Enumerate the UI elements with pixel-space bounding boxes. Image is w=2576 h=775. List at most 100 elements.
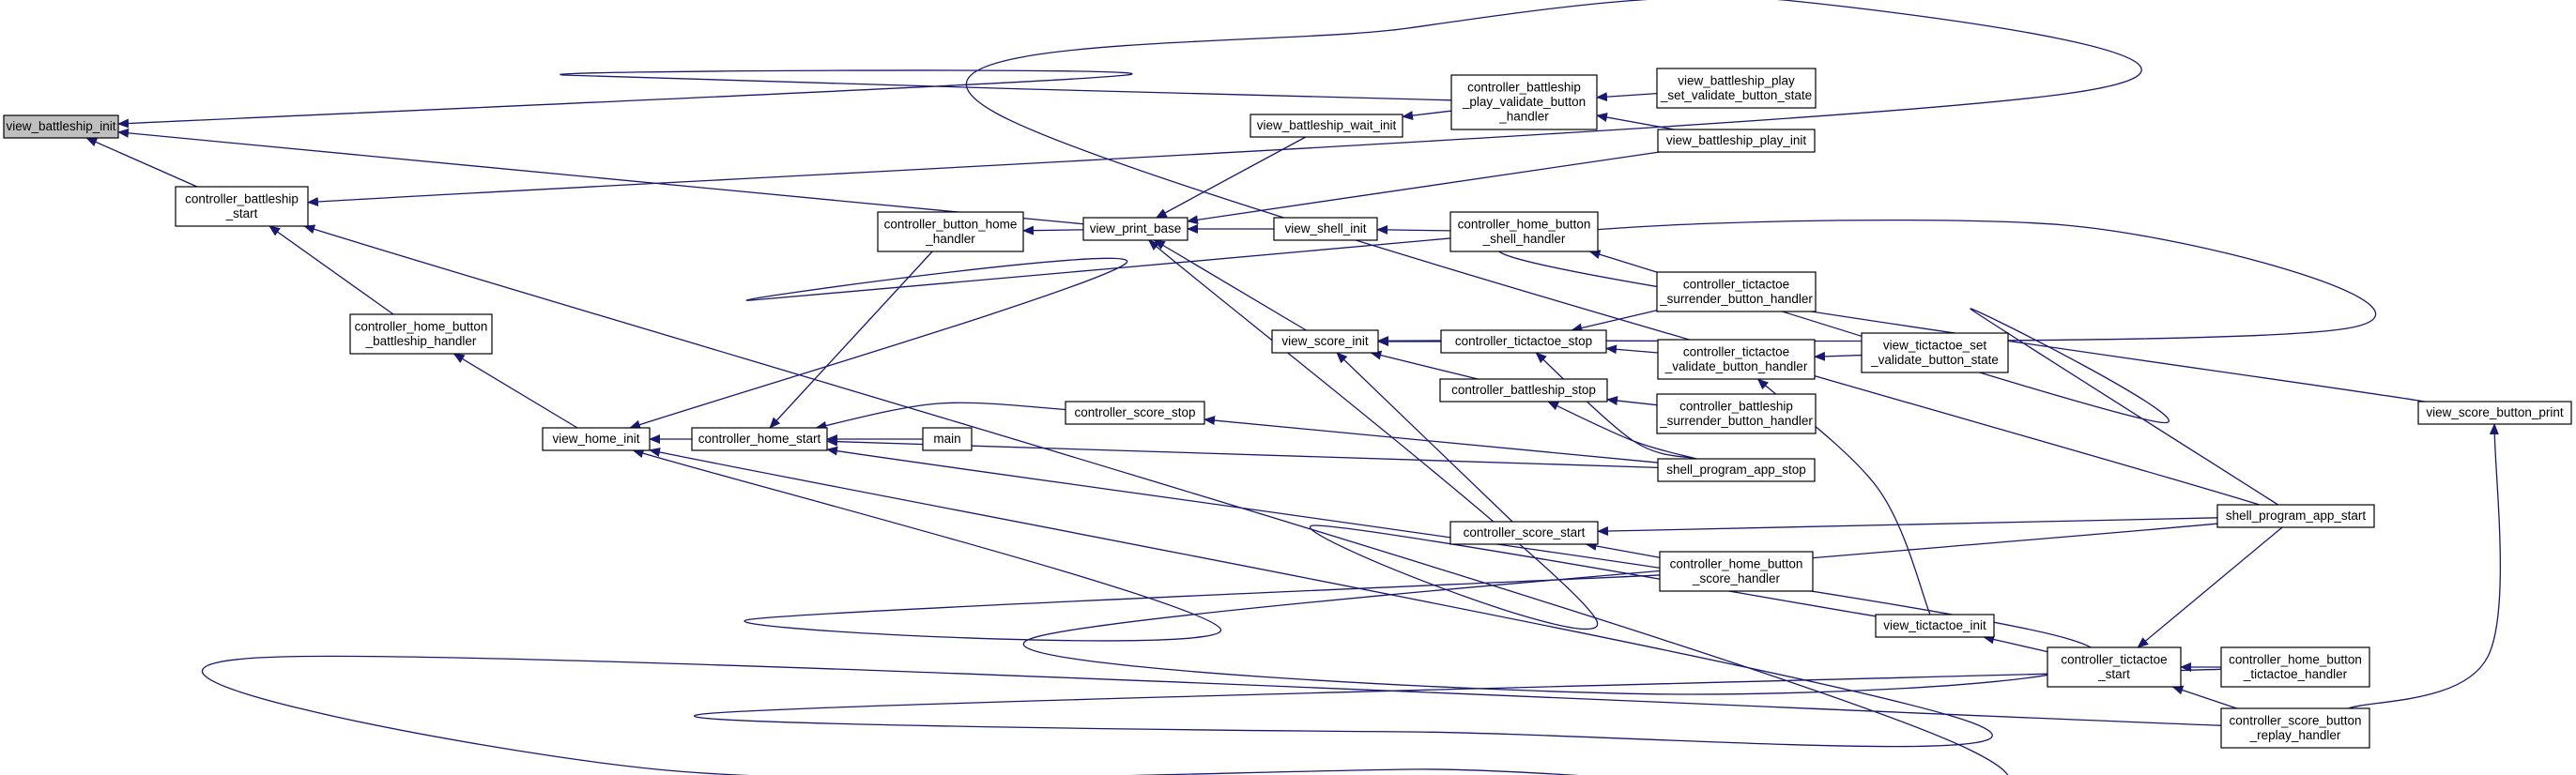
node-box [349,313,493,355]
node-controller-home-button-tictactoe-handler[interactable]: controller_home_button_tictactoe_handler [2220,646,2370,688]
node-label: view_home_init [552,432,639,446]
node-box [1656,271,1817,312]
node-label: view_battleship_wait_init [1257,118,1397,132]
node-label: _surrender_button_handler [1659,292,1813,306]
node-controller-battleship-play-validate-button-handler[interactable]: controller_battleship_play_validate_butt… [1450,74,1598,130]
edge-controller-score-button-replay-handler-to-controller-tictactoe-start [2171,685,2237,709]
node-box [2220,707,2370,749]
node-box [1657,129,1816,153]
edge-view-home-init-to-controller-home-button-battleship-handler [452,353,578,429]
node-controller-home-button-battleship-handler[interactable]: controller_home_button_battleship_handle… [349,313,493,355]
node-label: _shell_handler [1482,232,1566,246]
node-controller-home-button-shell-handler[interactable]: controller_home_button_shell_handler [1449,211,1599,252]
node-controller-score-button-replay-handler[interactable]: controller_score_button_replay_handler [2220,707,2370,749]
node-label: _surrender_button_handler [1659,414,1813,428]
node-box [1657,339,1816,380]
edge-controller-home-button-battleship-handler-to-controller-battleship-start [268,225,394,315]
node-label: controller_battleship [1467,81,1581,95]
node-box [877,211,1024,252]
node-box [3,114,119,139]
node-label: _battleship_handler [365,334,477,348]
node-view-battleship-play-init[interactable]: view_battleship_play_init [1657,129,1816,153]
node-box [1082,217,1188,241]
node-box [1271,329,1379,354]
node-controller-tictactoe-surrender-button-handler[interactable]: controller_tictactoe_surrender_button_ha… [1656,271,1817,312]
node-label: _start [225,206,258,220]
edge-shell-program-app-start-to-controller-battleship-start [307,0,2261,506]
edge-controller-home-button-tictactoe-handler-to-view-home-init [649,448,2222,748]
edge-controller-tictactoe-start-to-view-tictactoe-init [1983,634,2048,653]
node-box [542,427,651,451]
node-view-battleship-init[interactable]: view_battleship_init [3,114,119,139]
node-box [691,427,828,451]
node-view-score-init[interactable]: view_score_init [1271,329,1379,354]
node-box [1065,401,1205,425]
node-shell-program-app-stop[interactable]: shell_program_app_stop [1657,458,1816,482]
node-label: view_score_init [1281,334,1369,348]
edge-controller-score-button-replay-handler-to-controller-battleship-start [201,224,2222,775]
node-label: view_print_base [1090,221,1182,236]
edge-view-print-base-to-view-battleship-init [117,128,1084,225]
node-label: controller_score_button [2229,713,2361,727]
node-box [1656,68,1817,109]
node-label: view_battleship_init [6,119,115,133]
node-controller-home-start[interactable]: controller_home_start [691,427,828,451]
node-main[interactable]: main [922,427,973,451]
node-view-shell-init[interactable]: view_shell_init [1273,217,1378,241]
node-box [1250,114,1403,138]
node-view-battleship-wait-init[interactable]: view_battleship_wait_init [1250,114,1403,138]
edge-view-print-base-to-controller-button-home-handler [1022,225,1084,236]
node-box [1440,329,1607,354]
edge-controller-battleship-play-validate-button-handler-to-view-battleship-init [117,69,1452,129]
edge-controller-score-button-replay-handler-to-view-score-button-print [2348,423,2501,709]
node-label: _handler [925,232,975,246]
edge-view-battleship-play-init-to-view-print-base [1187,151,1660,225]
edge-view-tictactoe-init-to-view-print-base [1147,239,1877,631]
node-controller-battleship-start[interactable]: controller_battleship_start [175,186,309,227]
node-box [2216,504,2375,528]
node-view-home-init[interactable]: view_home_init [542,427,651,451]
node-label: _score_handler [1692,571,1781,585]
node-label: view_tictactoe_set [1883,338,1987,352]
node-label: _tictactoe_handler [2243,667,2348,681]
edge-view-battleship-wait-init-to-view-print-base [1155,136,1307,219]
node-box [2220,646,2370,688]
node-label: controller_home_button [2229,652,2362,666]
node-controller-tictactoe-stop[interactable]: controller_tictactoe_stop [1440,329,1607,354]
edge-shell-program-app-stop-to-controller-battleship-stop [1547,401,1697,460]
node-label: _start [2097,667,2130,681]
node-box [175,186,309,227]
node-controller-tictactoe-validate-button-handler[interactable]: controller_tictactoe_validate_button_han… [1657,339,1816,380]
node-label: _play_validate_button [1462,95,1586,109]
node-controller-score-start[interactable]: controller_score_start [1449,521,1599,545]
edge-controller-score-stop-to-controller-home-start [815,402,1066,431]
node-label: controller_home_button [1670,556,1803,570]
node-view-tictactoe-init[interactable]: view_tictactoe_init [1875,614,1995,638]
edge-shell-program-app-start-to-controller-home-start [826,446,2218,695]
node-layer: view_battleship_init controller_battleshi… [3,68,2572,749]
node-label: shell_program_app_stop [1666,463,1806,477]
node-controller-tictactoe-start[interactable]: controller_tictactoe_start [2047,646,2182,688]
node-box [2417,401,2572,425]
node-view-print-base[interactable]: view_print_base [1082,217,1188,241]
node-controller-button-home-handler[interactable]: controller_button_home_handler [877,211,1024,252]
node-controller-battleship-stop[interactable]: controller_battleship_stop [1439,378,1608,403]
node-label: _handler [1498,110,1549,124]
node-box [1861,332,2009,373]
node-box [1273,217,1378,241]
edge-view-battleship-play-init-to-controller-battleship-play-validate-button-handler [1596,113,1675,130]
node-view-score-button-print[interactable]: view_score_button_print [2417,401,2572,425]
node-label: main [933,432,960,446]
edge-controller-home-button-shell-handler-to-view-home-init [629,237,1451,430]
node-label: view_shell_init [1284,221,1366,236]
edge-shell-program-app-stop-to-controller-score-stop [1204,416,1659,463]
node-view-battleship-play-set-validate-button-state[interactable]: view_battleship_play_set_validate_button… [1656,68,1817,109]
node-shell-program-app-start[interactable]: shell_program_app_start [2216,504,2375,528]
node-controller-home-button-score-handler[interactable]: controller_home_button_score_handler [1659,551,1814,592]
node-controller-battleship-surrender-button-handler[interactable]: controller_battleship_surrender_button_h… [1656,393,1817,434]
edge-shell-program-app-start-to-controller-home-button-shell-handler [1588,250,2278,506]
node-label: controller_home_start [698,432,821,446]
node-view-tictactoe-set-validate-button-state[interactable]: view_tictactoe_set_validate_button_state [1861,332,2009,373]
edge-controller-tictactoe-surrender-button-handler-to-controller-tictactoe-stop [1571,310,1658,333]
node-controller-score-stop[interactable]: controller_score_stop [1065,401,1205,425]
